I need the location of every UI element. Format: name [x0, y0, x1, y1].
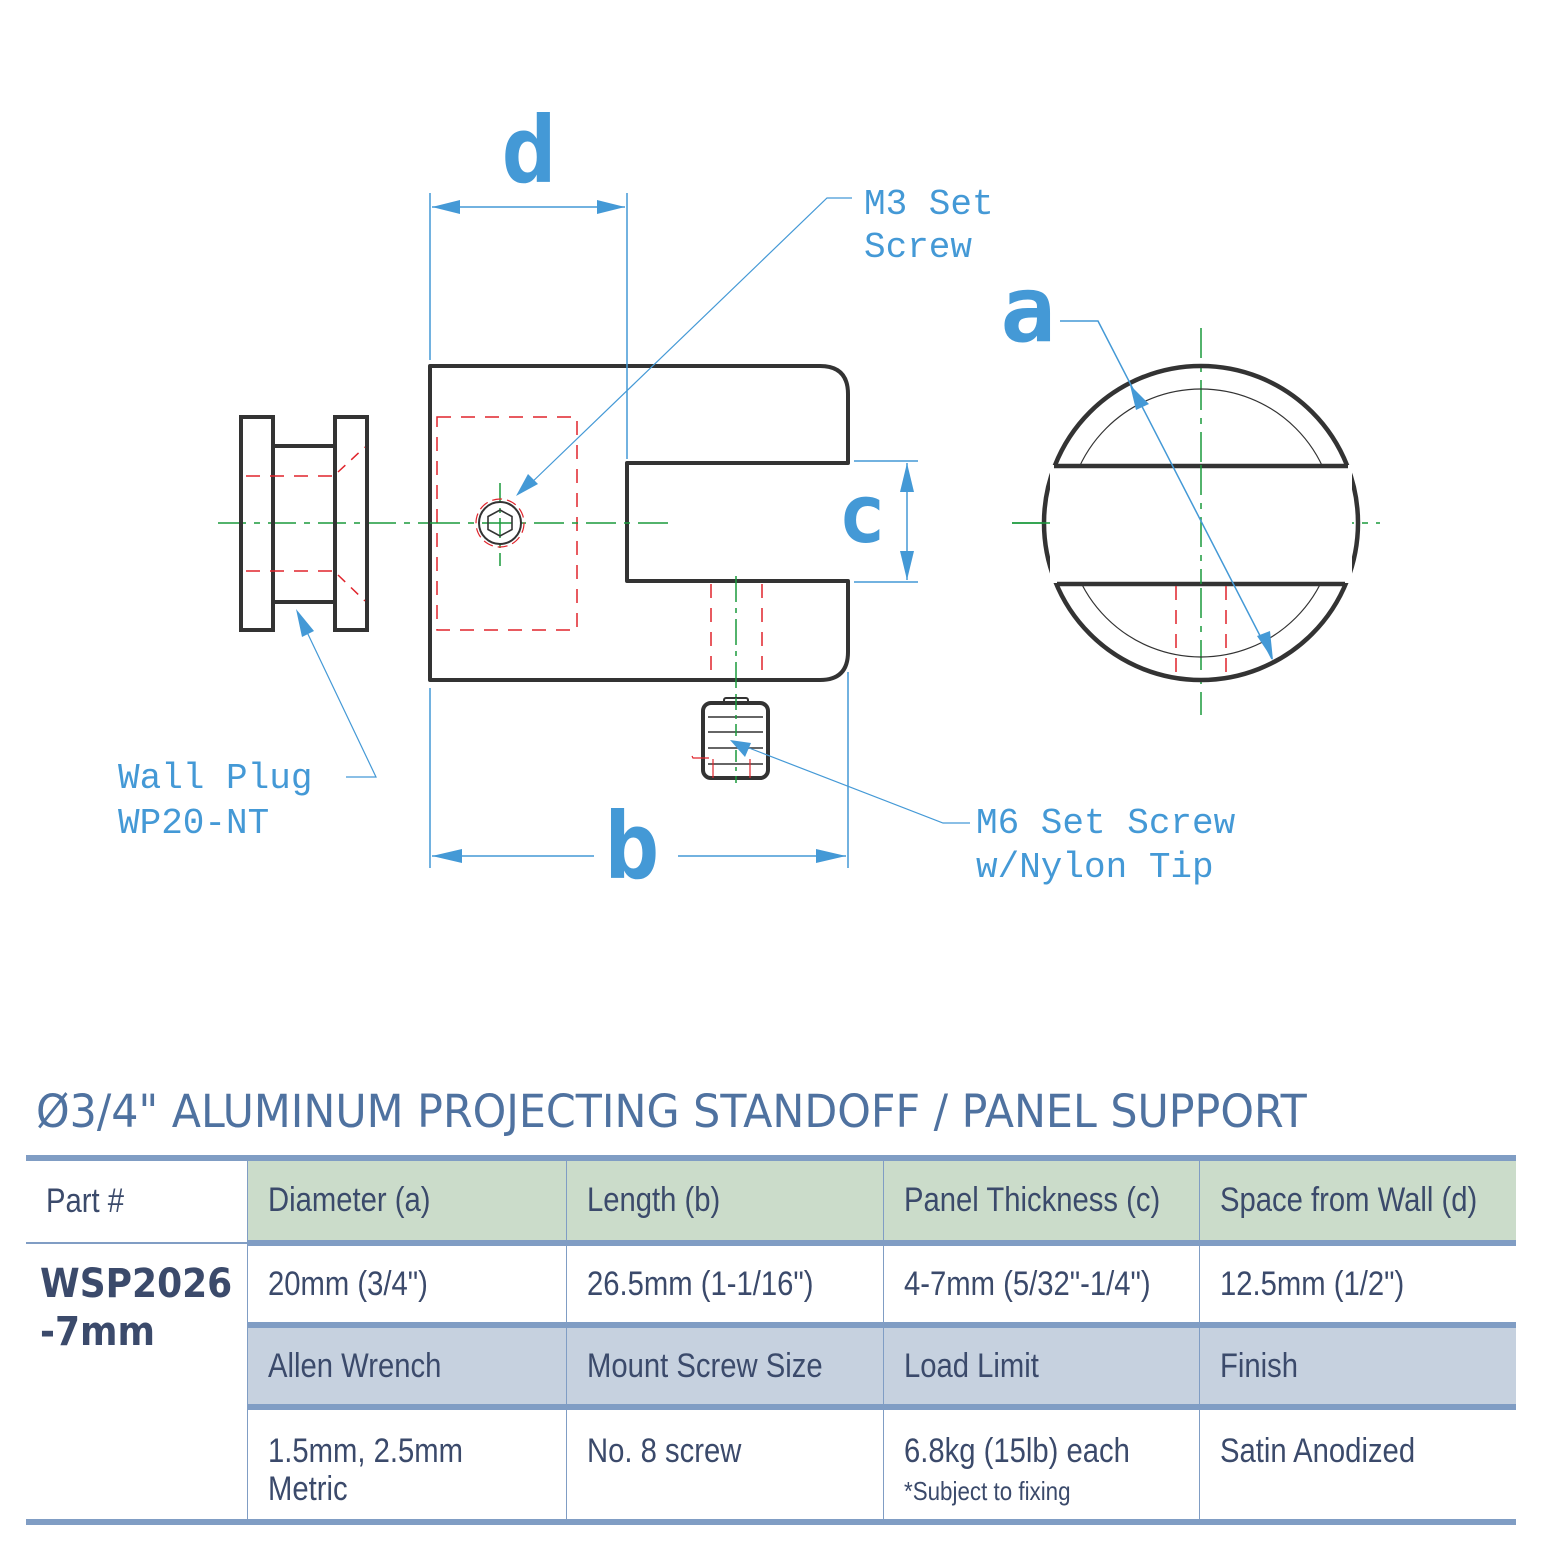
header-allen-wrench: Allen Wrench	[246, 1322, 566, 1407]
value-space-from-wall: 12.5mm (1/2")	[1198, 1240, 1516, 1325]
header-length: Length (b)	[565, 1155, 883, 1243]
svg-text:d: d	[501, 97, 556, 204]
svg-text:M6 Set Screw: M6 Set Screw	[976, 803, 1236, 844]
value-panel-thickness: 4-7mm (5/32"-1/4")	[882, 1240, 1199, 1325]
svg-text:WP20-NT: WP20-NT	[118, 803, 269, 844]
table-row-values-1: WSP2026 -7mm 20mm (3/4") 26.5mm (1-1/16"…	[26, 1240, 1516, 1355]
table-header-row-1: Part # Diameter (a) Length (b) Panel Thi…	[26, 1155, 1516, 1244]
svg-text:M3 Set: M3 Set	[864, 184, 994, 225]
table-bottom-rule	[26, 1519, 1516, 1525]
table-row-values-2: 1.5mm, 2.5mm Metric No. 8 screw 6.8kg (1…	[26, 1404, 1516, 1519]
value-load-limit: 6.8kg (15lb) each *Subject to fixing	[882, 1404, 1199, 1519]
dimension-a: a	[1000, 256, 1273, 660]
standoff-side-view	[428, 364, 850, 700]
value-allen-wrench: 1.5mm, 2.5mm Metric	[246, 1404, 566, 1519]
value-mount-screw-size: No. 8 screw	[565, 1404, 883, 1519]
callout-wall-plug: Wall Plug WP20-NT	[118, 609, 377, 844]
spec-title: Ø3/4" ALUMINUM PROJECTING STANDOFF / PAN…	[36, 1085, 1307, 1138]
header-part-number: Part #	[26, 1155, 247, 1244]
svg-text:c: c	[838, 468, 886, 561]
header-mount-screw-size: Mount Screw Size	[565, 1322, 883, 1407]
standoff-end-view	[1012, 328, 1380, 715]
dimension-d: d	[429, 97, 628, 459]
svg-text:w/Nylon Tip: w/Nylon Tip	[976, 847, 1214, 888]
header-finish: Finish	[1198, 1322, 1516, 1407]
header-space-from-wall: Space from Wall (d)	[1198, 1155, 1516, 1243]
load-limit-note: *Subject to fixing	[903, 1476, 1071, 1506]
value-finish: Satin Anodized	[1198, 1404, 1516, 1519]
header-diameter: Diameter (a)	[246, 1155, 566, 1243]
part-number: WSP2026 -7mm	[40, 1261, 233, 1355]
value-length: 26.5mm (1-1/16")	[565, 1240, 883, 1325]
spec-table: Part # Diameter (a) Length (b) Panel Thi…	[26, 1155, 1516, 1525]
callout-m3-set-screw: M3 Set Screw	[516, 184, 994, 496]
svg-text:Screw: Screw	[864, 227, 972, 268]
wall-plug-drawing	[218, 415, 430, 632]
header-panel-thickness: Panel Thickness (c)	[882, 1155, 1199, 1243]
dimension-c: c	[838, 460, 918, 583]
svg-text:b: b	[604, 793, 659, 900]
technical-drawing: d c b a M3 Set Screw Wall Plug WP20-NT	[118, 97, 1380, 900]
table-header-row-2: Allen Wrench Mount Screw Size Load Limit…	[26, 1322, 1516, 1407]
dimension-b: b	[429, 672, 849, 900]
header-load-limit: Load Limit	[882, 1322, 1199, 1407]
svg-text:a: a	[1000, 256, 1055, 363]
svg-text:Wall Plug: Wall Plug	[118, 758, 312, 799]
value-diameter: 20mm (3/4")	[246, 1240, 566, 1325]
m6-set-screw-icon	[691, 697, 770, 783]
callout-m6-set-screw: M6 Set Screw w/Nylon Tip	[730, 740, 1236, 888]
m3-set-screw-icon	[475, 498, 525, 548]
